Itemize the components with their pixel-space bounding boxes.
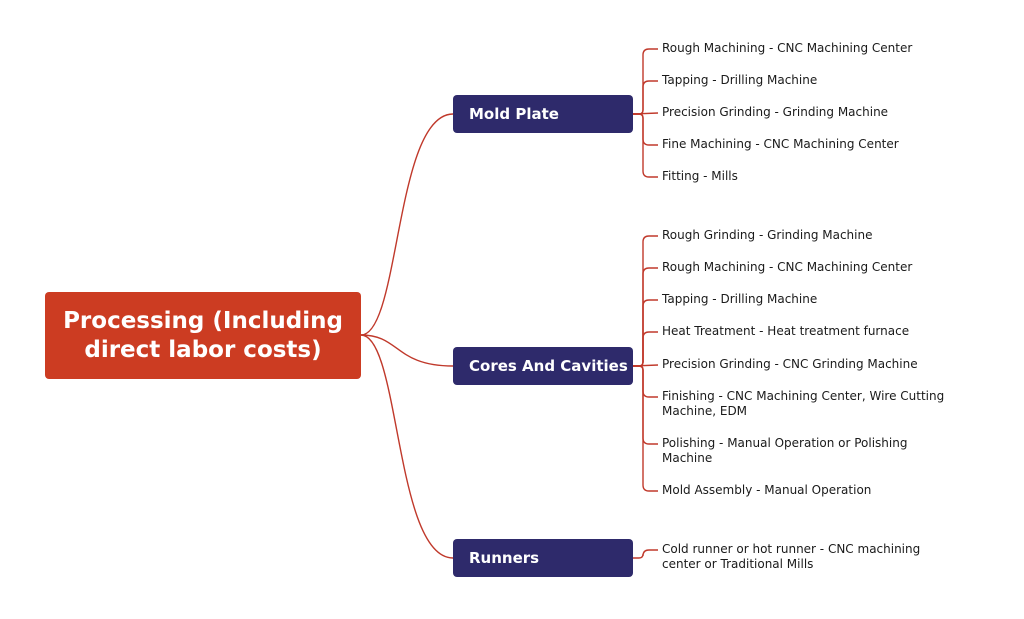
- leaf-item: Polishing - Manual Operation or Polishin…: [662, 436, 908, 465]
- branch-to-leaf-line: [633, 365, 658, 445]
- branch-to-leaf-line: [633, 549, 658, 559]
- leaf-item: Mold Assembly - Manual Operation: [662, 483, 872, 497]
- root-to-branch-line: [360, 334, 454, 559]
- leaf-item: Rough Machining - CNC Machining Center: [662, 41, 913, 55]
- leaf-item: Finishing - CNC Machining Center, Wire C…: [662, 389, 945, 418]
- root-to-branch-line: [360, 334, 454, 367]
- leaf-item: Cold runner or hot runner - CNC machinin…: [662, 542, 921, 571]
- leaf-item: Rough Machining - CNC Machining Center: [662, 260, 913, 274]
- branch-node-mold-plate[interactable]: Mold Plate: [453, 95, 633, 133]
- leaf-item: Heat Treatment - Heat treatment furnace: [662, 324, 910, 338]
- branch-to-leaf-line: [633, 80, 658, 115]
- branch-to-leaf-line: [633, 331, 658, 367]
- leaf-item: Fine Machining - CNC Machining Center: [662, 137, 899, 151]
- leaf-item: Fitting - Mills: [662, 169, 738, 183]
- leaf-item: Tapping - Drilling Machine: [662, 292, 818, 306]
- branch-to-leaf-line: [633, 267, 658, 367]
- branch-to-leaf-line: [633, 113, 658, 178]
- leaf-item: Precision Grinding - Grinding Machine: [662, 105, 889, 119]
- root-node-processing[interactable]: Processing (Including direct labor costs…: [45, 292, 361, 379]
- branch-to-leaf-line: [633, 365, 658, 492]
- branch-node-cores-and-cavities[interactable]: Cores And Cavities: [453, 347, 633, 385]
- leaf-item: Rough Grinding - Grinding Machine: [662, 228, 873, 242]
- leaf-item: Precision Grinding - CNC Grinding Machin…: [662, 357, 918, 371]
- branch-node-runners[interactable]: Runners: [453, 539, 633, 577]
- root-to-branch-line: [360, 113, 454, 336]
- branch-to-leaf-line: [633, 365, 658, 398]
- leaf-item: Tapping - Drilling Machine: [662, 73, 818, 87]
- branch-to-leaf-line: [633, 113, 658, 146]
